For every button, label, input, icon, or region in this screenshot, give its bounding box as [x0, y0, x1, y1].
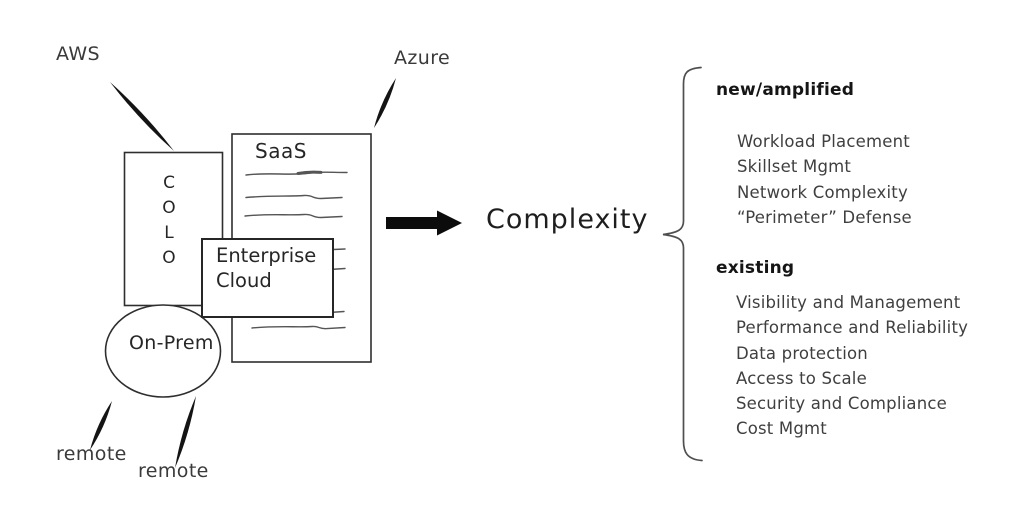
- list-item: Access to Scale: [736, 368, 867, 388]
- complexity-label: Complexity: [486, 204, 649, 235]
- azure-label: Azure: [394, 47, 451, 69]
- remote-label-left: remote: [56, 443, 127, 465]
- list-item: Data protection: [736, 343, 868, 363]
- on-prem-label: On-Prem: [129, 332, 214, 354]
- remote-connector-line-right: [175, 396, 196, 468]
- curly-brace-icon: [662, 66, 703, 462]
- remote-label-right: remote: [138, 460, 209, 482]
- saas-box-label: SaaS: [255, 139, 307, 163]
- section-title-new-amplified: new/amplified: [716, 80, 855, 100]
- list-item: Cost Mgmt: [736, 419, 827, 439]
- existing-list: Visibility and Management Performance an…: [736, 290, 968, 442]
- list-item: Workload Placement: [737, 132, 910, 151]
- colo-letter: O: [162, 198, 176, 218]
- list-item: Performance and Reliability: [736, 318, 969, 338]
- azure-connector-line: [374, 78, 396, 128]
- colo-box-label: C O L O: [156, 171, 182, 271]
- list-item: Network Complexity: [737, 182, 908, 202]
- aws-connector-line: [110, 82, 174, 151]
- new-amplified-list: Workload Placement Skillset Mgmt Network…: [737, 129, 912, 230]
- aws-label: AWS: [56, 43, 101, 65]
- arrow-right-icon: [386, 210, 462, 236]
- remote-connector-line-left: [90, 401, 112, 450]
- colo-letter: C: [163, 173, 175, 193]
- enterprise-cloud-label-line1: Enterprise: [216, 244, 317, 267]
- enterprise-cloud-box: [201, 238, 334, 318]
- colo-letter: L: [164, 223, 174, 243]
- list-item: Skillset Mgmt: [737, 157, 852, 177]
- colo-letter: O: [162, 248, 176, 268]
- list-item: Security and Compliance: [736, 394, 948, 414]
- section-title-existing: existing: [716, 258, 795, 278]
- list-item: Visibility and Management: [736, 293, 961, 312]
- enterprise-cloud-label-line2: Cloud: [216, 269, 272, 292]
- on-prem-ellipse: [104, 304, 222, 398]
- list-item: “Perimeter” Defense: [737, 207, 912, 227]
- enterprise-cloud-label: Enterprise Cloud: [216, 243, 316, 293]
